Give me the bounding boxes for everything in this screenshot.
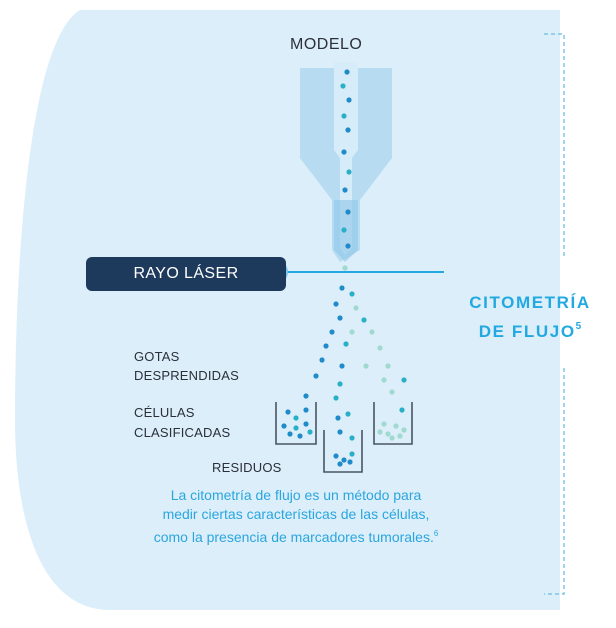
cell-dot [341, 457, 347, 463]
cell-dot [333, 301, 339, 307]
title-line2-text: DE FLUJO [478, 322, 576, 341]
description-caption: La citometría de flujo es un método para… [96, 486, 496, 547]
cell-dot [337, 381, 343, 387]
cell-dot [339, 285, 345, 291]
cell-dot [297, 433, 303, 439]
cell-dot [281, 423, 287, 429]
celulas-label-line2: CLASIFICADAS [134, 425, 231, 440]
cell-dot [329, 329, 335, 335]
cell-dot [341, 227, 347, 233]
cell-dot [349, 329, 355, 335]
cell-dot [399, 407, 405, 413]
cell-dot [337, 429, 343, 435]
cell-dot [313, 373, 319, 379]
gotas-label-line2: DESPRENDIDAS [134, 368, 239, 383]
cell-dot [293, 415, 299, 421]
cell-dot [340, 83, 346, 89]
cell-dot [285, 409, 291, 415]
cell-dot [401, 377, 407, 383]
cell-dot [341, 149, 347, 155]
cell-dot [339, 363, 345, 369]
cell-dot [337, 461, 343, 467]
cell-dot [349, 435, 355, 441]
model-label: MODELO [290, 36, 363, 53]
cell-dot [353, 305, 359, 311]
caption-line2: medir ciertas características de las cél… [162, 506, 430, 522]
cell-dot [333, 453, 339, 459]
laser-ray-label: RAYO LÁSER [86, 257, 286, 291]
cell-dot [341, 113, 347, 119]
cell-dot [323, 343, 329, 349]
cell-dot [293, 425, 299, 431]
cell-dot [303, 393, 309, 399]
cell-dot [342, 187, 348, 193]
title-line1: CITOMETRÍA [469, 293, 591, 312]
caption-reference: 6 [433, 529, 439, 538]
tube-right [373, 402, 413, 445]
cell-dot [361, 317, 367, 323]
cell-dot [345, 243, 351, 249]
title-line2: DE FLUJO5 [440, 315, 616, 344]
cell-dot [377, 345, 383, 351]
cell-dot [389, 435, 395, 441]
cell-dot [337, 315, 343, 321]
cell-dot [335, 415, 341, 421]
cell-dot [345, 411, 351, 417]
cell-dot [349, 291, 355, 297]
cell-dot [385, 431, 391, 437]
bracket-top [544, 33, 565, 258]
cell-dot [333, 395, 339, 401]
cell-dot [346, 169, 352, 175]
cell-dot [349, 451, 355, 457]
cell-dot [346, 97, 352, 103]
cell-dot [389, 389, 395, 395]
cell-dot [369, 329, 375, 335]
cell-dot [381, 421, 387, 427]
bracket-bottom [544, 368, 565, 595]
cell-droplets [281, 69, 407, 467]
tube-middle [323, 430, 363, 473]
cell-dot [393, 423, 399, 429]
cell-dot [397, 433, 403, 439]
cell-dot [347, 459, 353, 465]
cell-dot [381, 377, 387, 383]
cell-dot [363, 363, 369, 369]
cell-dot [344, 69, 350, 75]
cell-dot [345, 209, 351, 215]
caption-line3-text: como la presencia de marcadores tumorale… [153, 529, 434, 545]
cell-dot [343, 341, 349, 347]
cell-dot [319, 357, 325, 363]
cell-dot [342, 265, 348, 271]
cell-dot [303, 407, 309, 413]
cell-dot [345, 127, 351, 133]
cell-dot [303, 421, 309, 427]
gotas-label-line1: GOTAS [134, 349, 180, 364]
cell-dot [307, 429, 313, 435]
residuos-label: RESIDUOS [212, 460, 282, 475]
cell-dot [385, 363, 391, 369]
cell-dot [377, 429, 383, 435]
background-blob [15, 10, 560, 610]
caption-line3: como la presencia de marcadores tumorale… [96, 524, 496, 547]
title-reference: 5 [575, 321, 582, 332]
celulas-label-line1: CÉLULAS [134, 405, 195, 420]
tube-left [275, 402, 317, 445]
flow-cytometry-title: CITOMETRÍA DE FLUJO5 [440, 291, 616, 344]
cell-dot [401, 427, 407, 433]
caption-line1: La citometría de flujo es un método para [170, 487, 422, 503]
cell-dot [287, 431, 293, 437]
